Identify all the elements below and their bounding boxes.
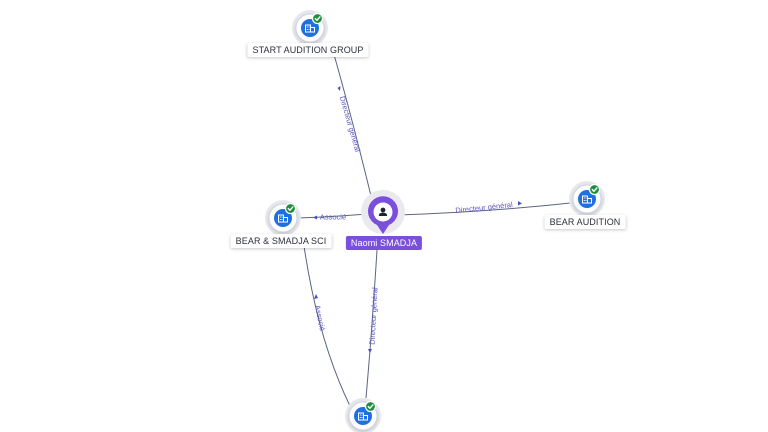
verified-check-icon (364, 400, 377, 413)
edge-label-center-start: Directeur général (338, 95, 363, 153)
company-label-start-audition-group[interactable]: START AUDITION GROUP (247, 43, 369, 57)
person-icon (378, 207, 388, 216)
edge-arrow (368, 349, 372, 353)
edge-arrow (313, 215, 317, 220)
edge-center-bear-smadja[interactable]: Associé (296, 213, 368, 222)
company-node-bear-audition[interactable] (569, 181, 605, 217)
edges: Directeur général Directeur général Asso… (296, 43, 581, 407)
person-label-naomi-smadja[interactable]: Naomi SMADJA (345, 236, 423, 250)
company-node-bottom[interactable] (345, 398, 381, 432)
edge-label-center-bear-audition: Directeur général (455, 200, 513, 215)
building-icon (582, 195, 592, 204)
edge-bear-smadja-bottom[interactable]: Associé (303, 245, 351, 407)
building-icon (358, 412, 368, 421)
company-node-start-audition-group[interactable] (292, 10, 328, 46)
building-icon (278, 214, 288, 223)
edge-label-center-bottom: Directeur général (368, 287, 380, 345)
verified-check-icon (284, 202, 297, 215)
edge-label-bear-smadja-bottom: Associé (313, 304, 327, 332)
edge-center-bear-audition[interactable]: Directeur général (397, 200, 581, 216)
edge-arrow (314, 294, 318, 299)
company-label-bear-smadja-sci[interactable]: BEAR & SMADJA SCI (230, 234, 332, 248)
edge-center-start[interactable]: Directeur général (330, 43, 373, 201)
person-node-naomi-smadja[interactable] (361, 190, 405, 234)
verified-check-icon (311, 12, 324, 25)
company-node-bear-smadja-sci[interactable] (265, 200, 301, 236)
edge-arrow (518, 201, 522, 206)
edge-center-bottom[interactable]: Directeur général (365, 249, 380, 399)
building-icon (305, 24, 315, 33)
company-label-bear-audition[interactable]: BEAR AUDITION (544, 215, 626, 229)
edge-label-center-bear-smadja: Associé (320, 213, 346, 222)
edge-arrow (337, 86, 341, 91)
verified-check-icon (588, 183, 601, 196)
